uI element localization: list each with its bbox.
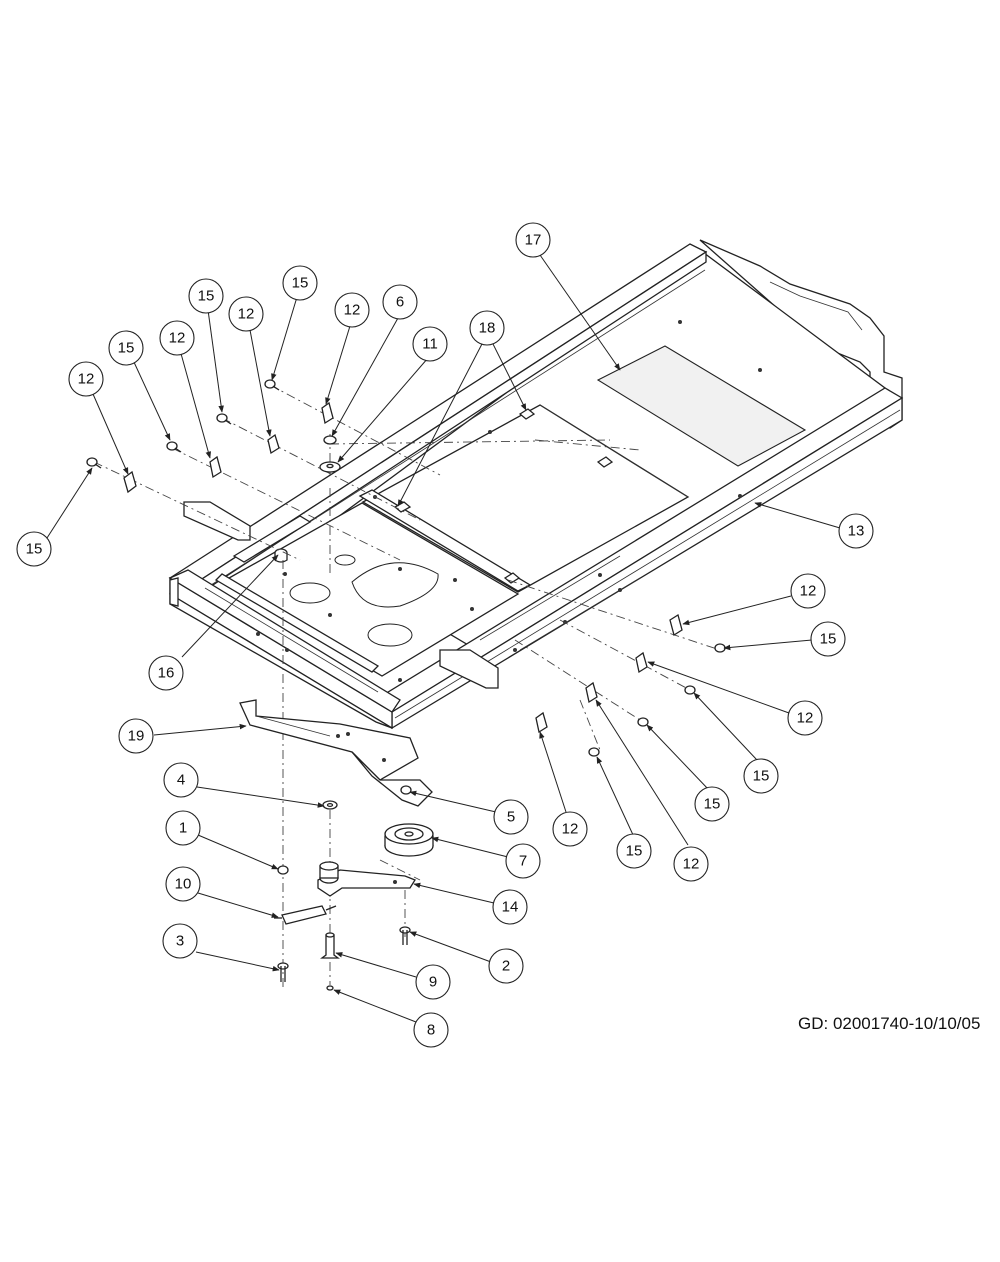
callout-15-a: 15	[16, 531, 52, 567]
callout-11: 11	[412, 326, 448, 362]
svg-text:15: 15	[26, 541, 43, 558]
callout-18: 18	[469, 310, 505, 346]
svg-text:13: 13	[848, 523, 865, 540]
svg-text:12: 12	[78, 371, 95, 388]
callout-15-h: 15	[616, 833, 652, 869]
svg-text:12: 12	[562, 821, 579, 838]
callout-4: 4	[163, 762, 199, 798]
svg-text:15: 15	[118, 340, 135, 357]
svg-text:5: 5	[507, 809, 515, 826]
svg-text:1: 1	[179, 820, 187, 837]
callout-12-g: 12	[673, 846, 709, 882]
callout-3: 3	[162, 923, 198, 959]
callout-14: 14	[492, 889, 528, 925]
callout-6: 6	[382, 284, 418, 320]
svg-text:8: 8	[427, 1022, 435, 1039]
hardware-left	[86, 379, 341, 494]
callout-19: 19	[118, 718, 154, 754]
diagram-id-label: GD: 02001740-10/10/05	[798, 1014, 981, 1033]
callout-8: 8	[413, 1012, 449, 1048]
callout-12-f: 12	[787, 700, 823, 736]
svg-text:16: 16	[158, 665, 175, 682]
callout-13: 13	[838, 513, 874, 549]
callout-2: 2	[488, 948, 524, 984]
svg-text:14: 14	[502, 899, 519, 916]
svg-text:15: 15	[198, 288, 215, 305]
leader-lines	[46, 254, 841, 1023]
svg-text:12: 12	[238, 306, 255, 323]
callout-15-b: 15	[108, 330, 144, 366]
svg-text:12: 12	[683, 856, 700, 873]
callout-15-c: 15	[188, 278, 224, 314]
svg-text:7: 7	[519, 853, 527, 870]
callout-15-e: 15	[810, 621, 846, 657]
svg-text:17: 17	[525, 232, 542, 249]
callout-12-a: 12	[68, 361, 104, 397]
svg-text:6: 6	[396, 294, 404, 311]
svg-text:15: 15	[292, 275, 309, 292]
callout-7: 7	[505, 843, 541, 879]
svg-text:12: 12	[344, 302, 361, 319]
svg-text:12: 12	[797, 710, 814, 727]
hardware-right	[535, 613, 726, 757]
frame-weldment	[168, 239, 904, 730]
callout-15-d: 15	[282, 265, 318, 301]
svg-text:3: 3	[176, 933, 184, 950]
callout-5: 5	[493, 799, 529, 835]
svg-text:2: 2	[502, 958, 510, 975]
idler-assembly	[274, 785, 434, 991]
svg-text:18: 18	[479, 320, 496, 337]
svg-text:4: 4	[177, 772, 185, 789]
callout-12-h: 12	[552, 811, 588, 847]
callout-1: 1	[165, 810, 201, 846]
callout-12-b: 12	[159, 320, 195, 356]
callout-12-d: 12	[334, 292, 370, 328]
svg-text:15: 15	[753, 768, 770, 785]
callout-15-f: 15	[743, 758, 779, 794]
callout-12-e: 12	[790, 573, 826, 609]
callout-10: 10	[165, 866, 201, 902]
callout-12-c: 12	[228, 296, 264, 332]
svg-text:12: 12	[800, 583, 817, 600]
svg-text:15: 15	[820, 631, 837, 648]
svg-text:9: 9	[429, 974, 437, 991]
svg-text:15: 15	[626, 843, 643, 860]
svg-text:10: 10	[175, 876, 192, 893]
svg-text:11: 11	[422, 336, 438, 353]
callout-16: 16	[148, 655, 184, 691]
callout-9: 9	[415, 964, 451, 1000]
svg-text:19: 19	[128, 728, 145, 745]
svg-text:15: 15	[704, 796, 721, 813]
callout-17: 17	[515, 222, 551, 258]
callout-15-g: 15	[694, 786, 730, 822]
svg-text:12: 12	[169, 330, 186, 347]
